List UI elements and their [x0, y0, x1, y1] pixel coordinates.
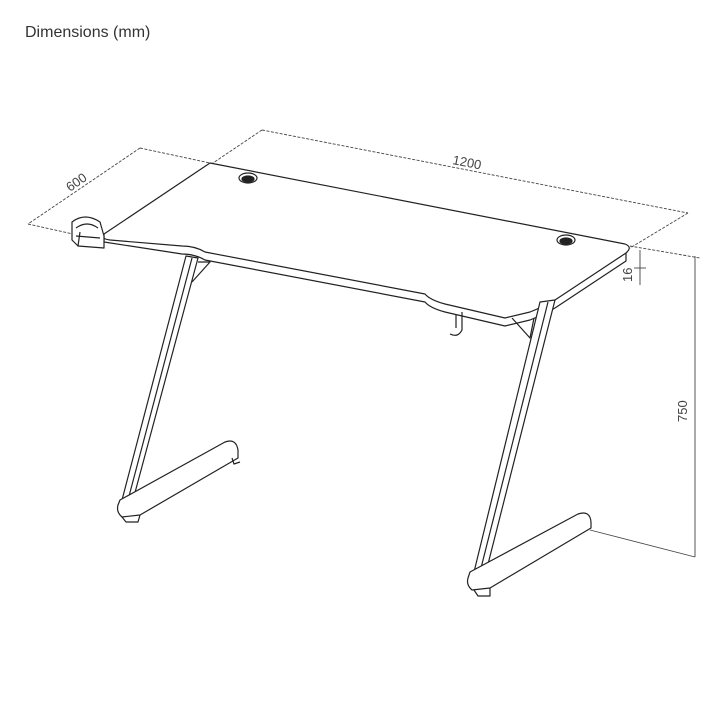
cup-holder: [71, 216, 105, 249]
dimension-line-width: [209, 129, 689, 249]
width-label: 1200: [451, 152, 482, 172]
headphone-hook: [449, 312, 463, 336]
right-leg: [466, 299, 592, 597]
height-label: 750: [675, 400, 690, 422]
diagram-title: Dimensions (mm): [25, 24, 151, 41]
dimension-line-height: [589, 250, 696, 558]
depth-label: 600: [63, 170, 89, 195]
left-leg: [116, 255, 241, 523]
thickness-label: 16: [620, 268, 635, 282]
